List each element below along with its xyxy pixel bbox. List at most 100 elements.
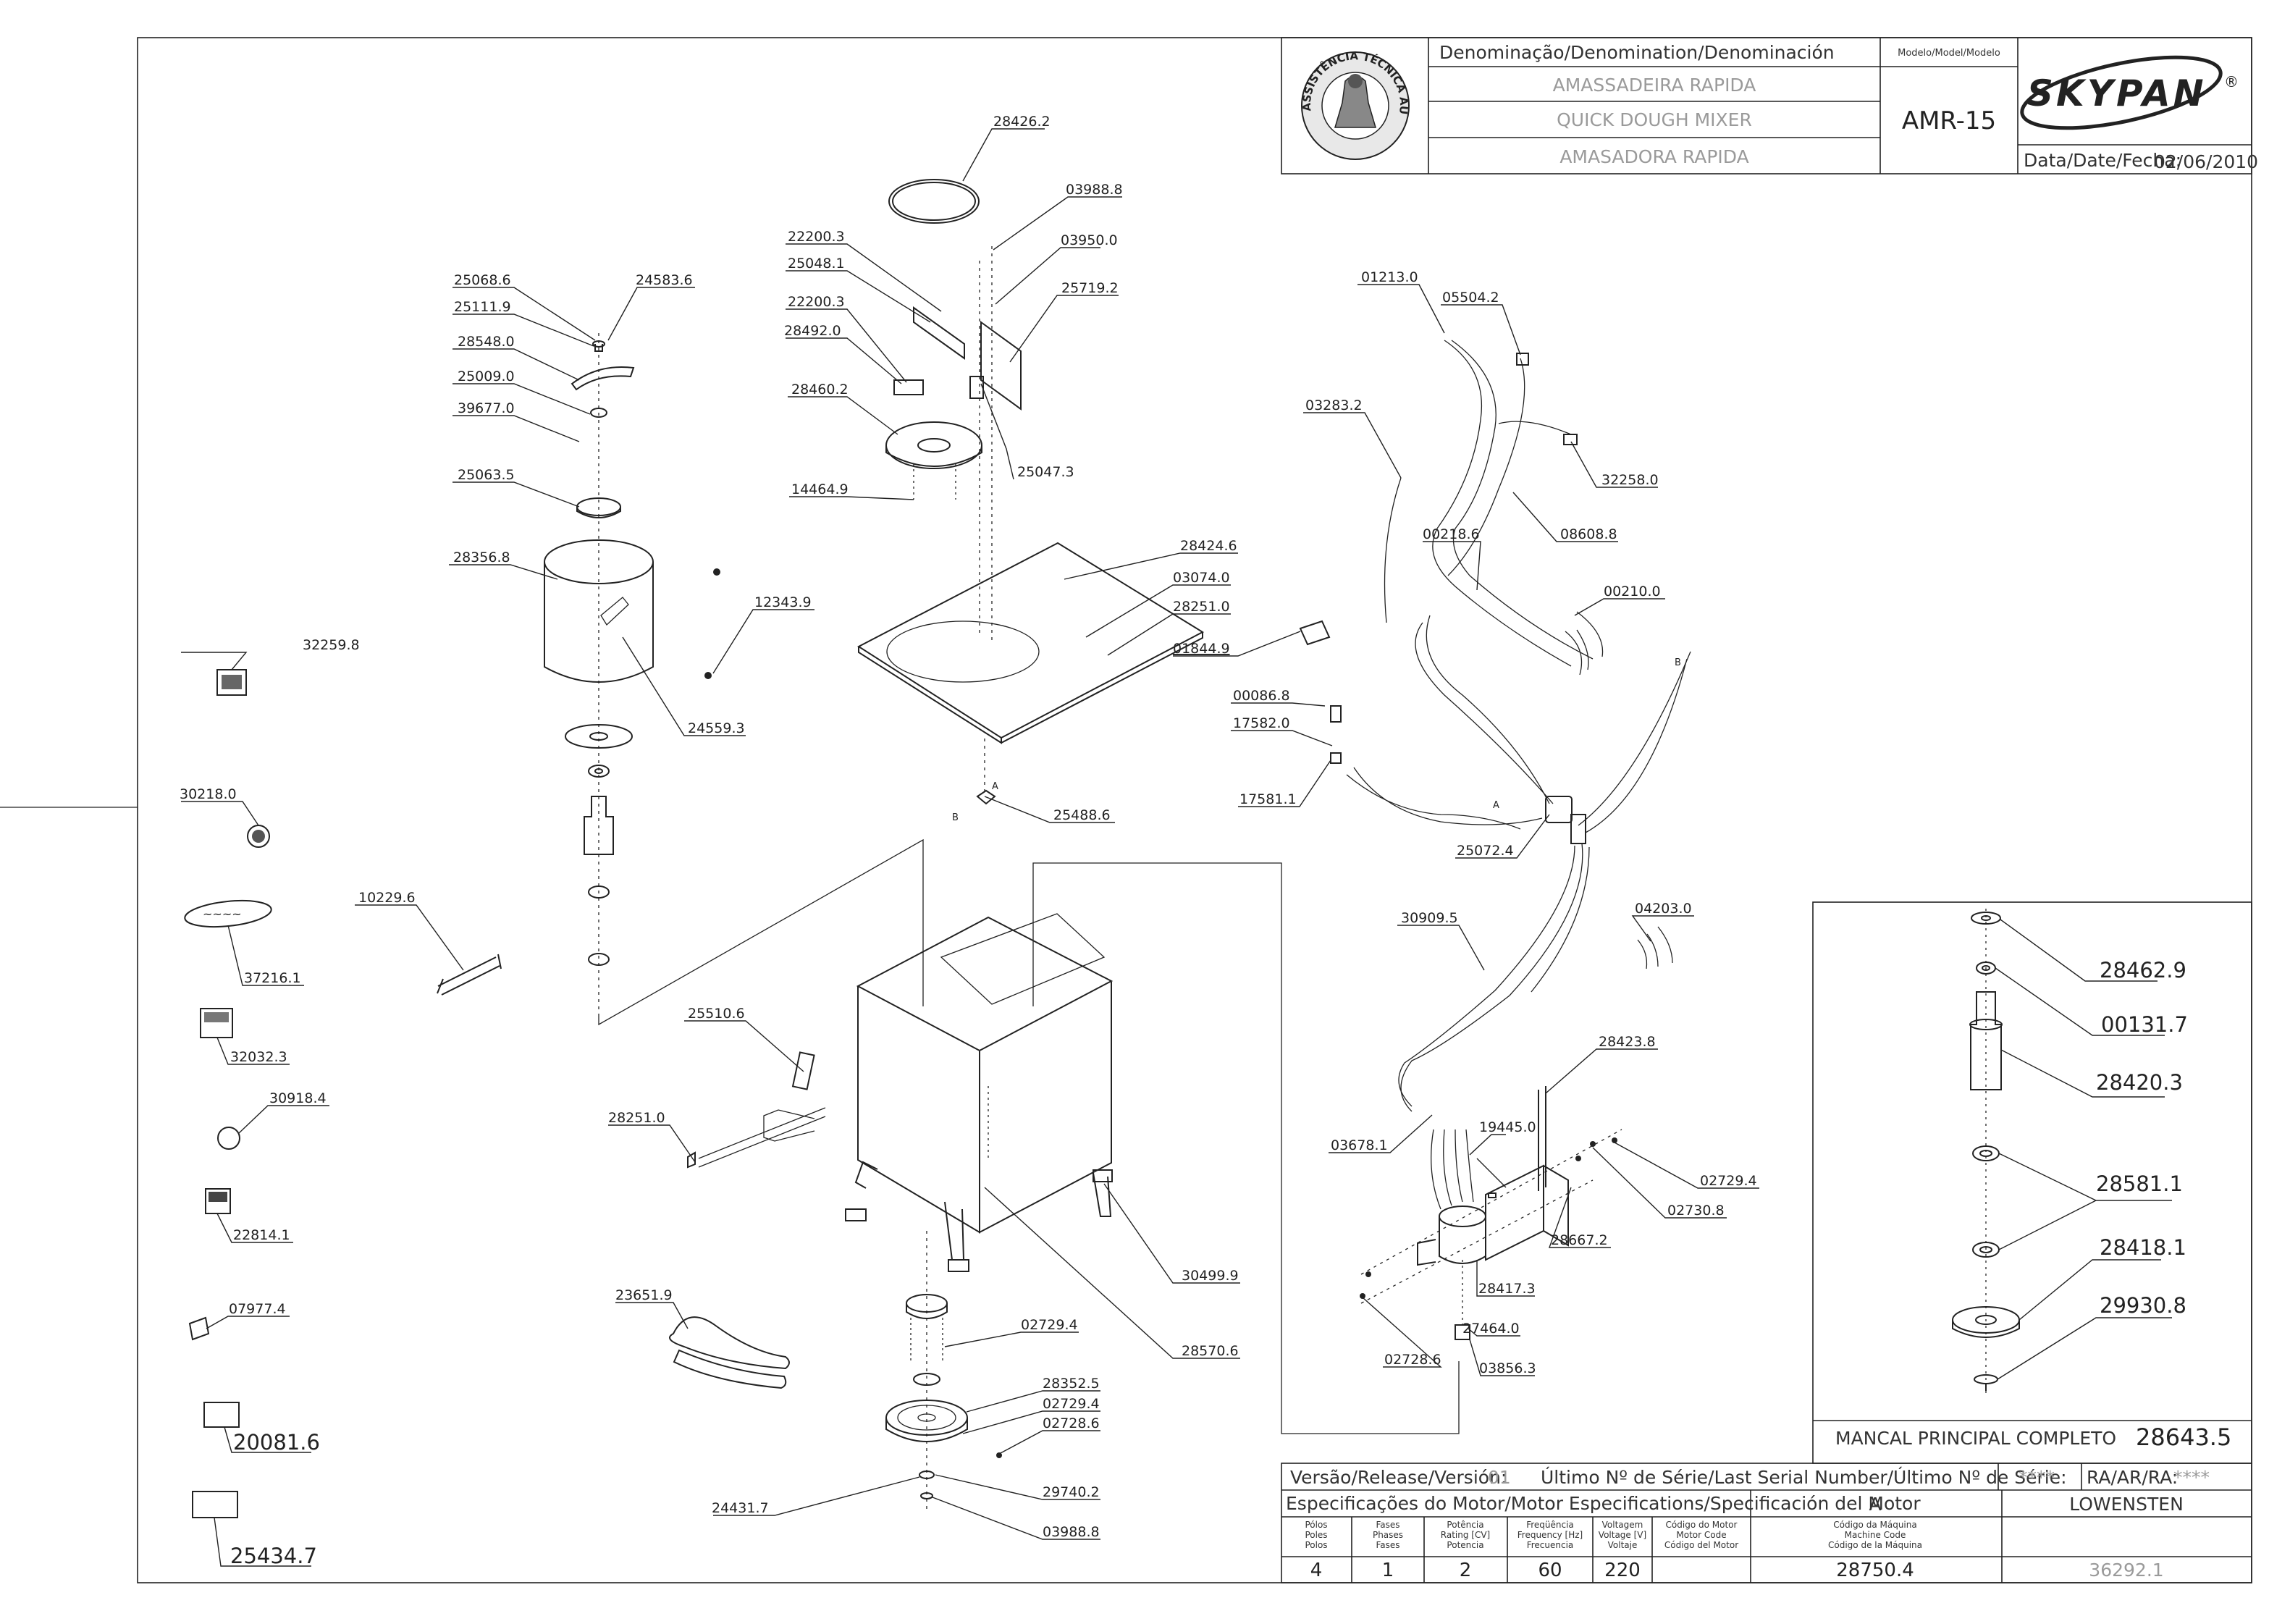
part-label: 22814.1 bbox=[233, 1227, 290, 1243]
marker-a: A bbox=[1493, 800, 1499, 811]
callout-leaders bbox=[181, 128, 1759, 1567]
col-value: 28750.4 bbox=[1836, 1560, 1914, 1581]
col-value: 60 bbox=[1538, 1560, 1562, 1581]
part-label: 32258.0 bbox=[1601, 472, 1659, 488]
part-label: 25072.4 bbox=[1457, 843, 1514, 859]
part-label: 07977.4 bbox=[229, 1301, 286, 1317]
spec-col-4: Freqüência Frequency [Hz] Frecuencia 60 bbox=[1517, 1520, 1583, 1581]
part-label: 28667.2 bbox=[1551, 1232, 1608, 1248]
model-value: AMR-15 bbox=[1902, 106, 1996, 135]
name-en: QUICK DOUGH MIXER bbox=[1557, 109, 1752, 130]
part-label: 25111.9 bbox=[454, 299, 511, 315]
part-label: 25488.6 bbox=[1053, 807, 1111, 823]
part-label: 10229.6 bbox=[358, 890, 416, 906]
part-label: 02729.4 bbox=[1021, 1317, 1078, 1333]
wiring-harness bbox=[1299, 340, 1691, 1112]
date-label: Data/Date/Fecha: bbox=[2024, 150, 2181, 171]
part-label: 28426.2 bbox=[993, 114, 1051, 130]
name-es: AMASADORA RAPIDA bbox=[1559, 146, 1748, 167]
part-label: 03988.8 bbox=[1043, 1524, 1100, 1540]
col-header: Frequency [Hz] bbox=[1517, 1530, 1583, 1540]
col-header: Voltage [V] bbox=[1599, 1530, 1646, 1540]
col-header: Potência bbox=[1447, 1520, 1483, 1530]
brand-mark: ® bbox=[2224, 73, 2239, 91]
part-label: 00086.8 bbox=[1233, 688, 1290, 704]
col-header: Voltaje bbox=[1608, 1540, 1638, 1550]
spec-col-3: Potência Rating [CV] Potencia 2 bbox=[1441, 1520, 1490, 1581]
part-label: 28492.0 bbox=[784, 323, 841, 339]
ra-label: RA/AR/RA: bbox=[2087, 1467, 2178, 1488]
inset-code: 28643.5 bbox=[2136, 1423, 2231, 1451]
part-label: 08608.8 bbox=[1560, 526, 1617, 542]
col-value: 36292.1 bbox=[2089, 1560, 2163, 1581]
spec-col-7: Código da Máquina Machine Code Código de… bbox=[1828, 1520, 2164, 1581]
part-label: 28460.2 bbox=[791, 382, 849, 397]
marker-b: B bbox=[1675, 657, 1681, 668]
part-label: 00218.6 bbox=[1423, 526, 1480, 542]
part-label: 22200.3 bbox=[788, 229, 845, 245]
part-label: 20081.6 bbox=[233, 1430, 320, 1455]
marker-a: A bbox=[992, 781, 998, 792]
col-value: 2 bbox=[1460, 1560, 1472, 1581]
part-label: 32259.8 bbox=[303, 637, 360, 653]
col-header: Fases bbox=[1376, 1520, 1399, 1530]
part-label: 03678.1 bbox=[1331, 1137, 1388, 1153]
part-label: 04203.0 bbox=[1635, 901, 1692, 917]
part-labels: 28426.2 03988.8 22200.3 03950.0 25048.1 … bbox=[180, 114, 1757, 1568]
part-label: 27464.0 bbox=[1462, 1321, 1520, 1337]
skypan-logo: SKYPAN ® bbox=[2020, 55, 2239, 130]
col-value: 4 bbox=[1310, 1560, 1323, 1581]
main-bearing-inset: MANCAL PRINCIPAL COMPLETO 28643.5 28462.… bbox=[1812, 901, 2252, 1464]
part-label: 01213.0 bbox=[1361, 269, 1418, 285]
release-value: 01 bbox=[1488, 1467, 1511, 1488]
serial-label: Último Nº de Série/Last Serial Number/Úl… bbox=[1541, 1466, 2067, 1488]
part-label: 24431.7 bbox=[712, 1500, 769, 1516]
serial-value: **** bbox=[2019, 1467, 2055, 1488]
col-header: Potencia bbox=[1447, 1540, 1483, 1550]
col-header: Voltagem bbox=[1602, 1520, 1643, 1530]
part-label: 23651.9 bbox=[615, 1287, 673, 1303]
denomination-header: Denominação/Denomination/Denominación bbox=[1439, 42, 1835, 63]
part-label: 25510.6 bbox=[688, 1006, 745, 1022]
lid-assembly bbox=[857, 179, 1205, 805]
spec-col-5: Voltagem Voltage [V] Voltaje 220 bbox=[1599, 1520, 1646, 1581]
release-label: Versão/Release/Versión: bbox=[1290, 1467, 1507, 1488]
motor-spec-label: Especificações do Motor/Motor Especifica… bbox=[1286, 1493, 1921, 1514]
col-header: Machine Code bbox=[1845, 1530, 1906, 1540]
part-label: 17582.0 bbox=[1233, 715, 1290, 731]
ra-value: **** bbox=[2173, 1467, 2210, 1488]
col-header: Frecuencia bbox=[1527, 1540, 1574, 1550]
part-label: 25719.2 bbox=[1061, 280, 1119, 296]
spec-col-2: Fases Phases Fases 1 bbox=[1373, 1520, 1403, 1581]
part-label: 02729.4 bbox=[1043, 1396, 1100, 1412]
bowl-assembly bbox=[544, 333, 720, 1014]
part-label: 28352.5 bbox=[1043, 1376, 1100, 1392]
inset-label: 28462.9 bbox=[2100, 958, 2186, 983]
part-label: 24559.3 bbox=[688, 720, 745, 736]
manufacturer: LOWENSTEN bbox=[2069, 1494, 2184, 1515]
date-value: 02/06/2010 bbox=[2154, 151, 2258, 172]
part-label: 37216.1 bbox=[244, 970, 301, 986]
name-pt: AMASSADEIRA RAPIDA bbox=[1553, 75, 1756, 96]
part-label: 25009.0 bbox=[458, 369, 515, 384]
motor-assembly bbox=[1360, 1086, 1622, 1340]
svg-text:ASSISTÊNCIA TÉCNICA AUTORIZADA: ASSISTÊNCIA TÉCNICA AUTORIZADA bbox=[0, 0, 1410, 115]
col-header: Código do Motor bbox=[1666, 1520, 1738, 1530]
title-block: ASSISTÊNCIA TÉCNICA AUTORIZADA Denominaç… bbox=[0, 0, 2258, 174]
svg-text:~~~~: ~~~~ bbox=[203, 907, 242, 921]
part-label: 28423.8 bbox=[1599, 1034, 1656, 1050]
part-label: 03074.0 bbox=[1173, 570, 1230, 586]
part-label: 03283.2 bbox=[1305, 397, 1363, 413]
part-label: 02730.8 bbox=[1667, 1203, 1725, 1219]
part-label: 28251.0 bbox=[1173, 599, 1230, 615]
part-label: 28417.3 bbox=[1478, 1281, 1536, 1297]
part-label: 00210.0 bbox=[1604, 584, 1661, 599]
col-value: 220 bbox=[1604, 1560, 1641, 1581]
part-label: 24583.6 bbox=[636, 272, 693, 288]
part-label: 22200.3 bbox=[788, 294, 845, 310]
col-header: Código de la Máquina bbox=[1828, 1540, 1922, 1550]
part-label: 19445.0 bbox=[1479, 1119, 1536, 1135]
inset-label: 28418.1 bbox=[2100, 1235, 2186, 1260]
col-header: Freqüência bbox=[1526, 1520, 1574, 1530]
